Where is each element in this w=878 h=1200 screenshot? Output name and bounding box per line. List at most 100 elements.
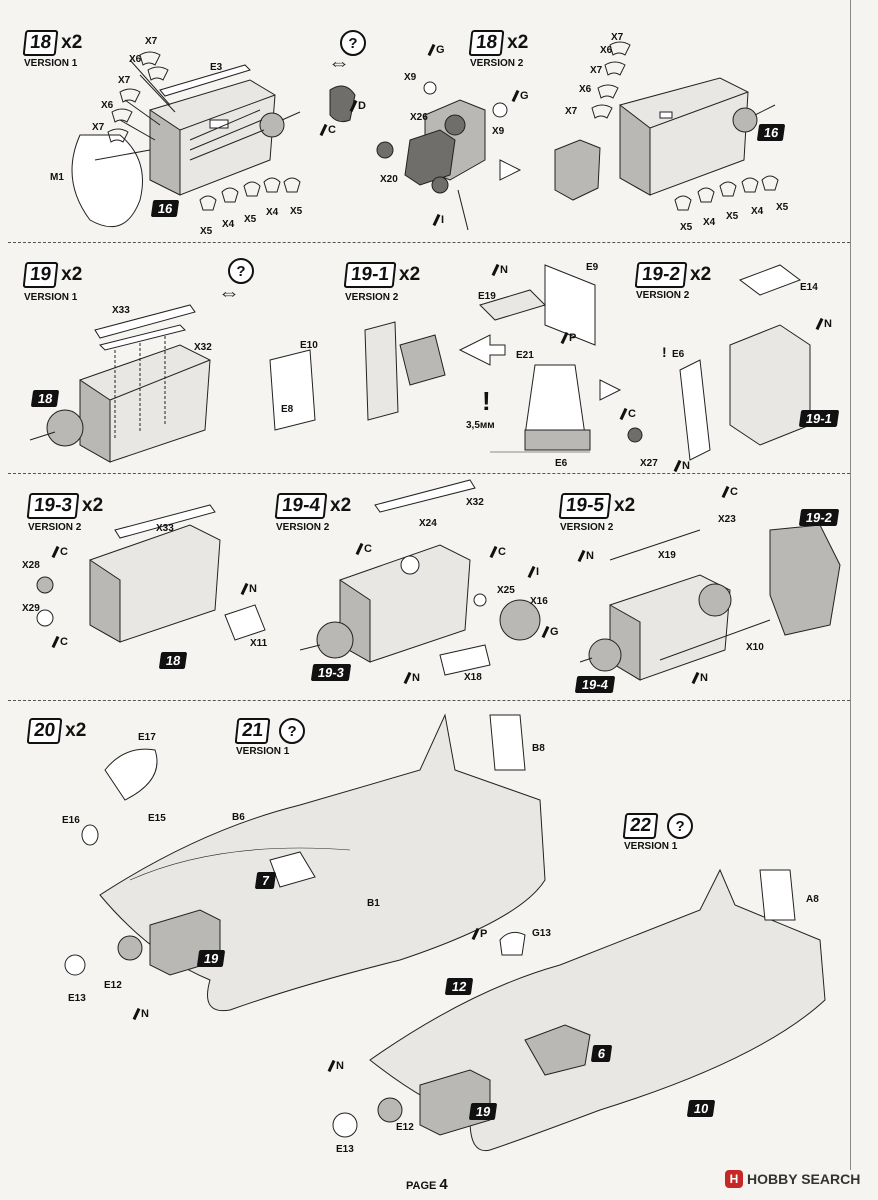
step-number: 19-2 [634, 262, 688, 288]
part-label: M1 [50, 172, 64, 183]
step-ref-badge: 19 [196, 950, 226, 967]
step-ref-badge: 12 [444, 978, 474, 995]
swap-arrow-icon: ⇔ [218, 280, 240, 305]
part-label: X26 [410, 112, 428, 123]
part-label: E12 [396, 1122, 414, 1133]
step-number: 19-1 [343, 262, 397, 288]
part-label: G13 [532, 928, 551, 939]
version-label: VERSION 1 [24, 292, 78, 303]
step-ref-badge: 19-2 [798, 509, 840, 526]
page-number: 4 [439, 1176, 448, 1193]
part-label: E9 [586, 262, 599, 273]
step-18-v2-header: 18 x2 [468, 30, 529, 56]
part-label: X32 [466, 497, 484, 508]
part-label: X18 [464, 672, 482, 683]
version-label: VERSION 2 [636, 290, 690, 301]
step-ref-badge: 7 [254, 872, 277, 889]
step-number: 21 [234, 718, 271, 744]
paint-callout: I [432, 213, 444, 227]
part-illustration-18-mid [329, 81, 522, 231]
page-label: PAGE [406, 1180, 437, 1192]
step-ref-badge: 19-1 [798, 410, 840, 427]
paint-callout: N [132, 1007, 149, 1021]
part-label: E21 [516, 350, 534, 361]
swap-arrow-icon: ⇔ [328, 50, 350, 75]
part-label: X9 [404, 72, 417, 83]
part-label: X7 [92, 122, 105, 133]
question-mark-icon: ? [222, 258, 254, 284]
paint-callout: D [349, 99, 366, 113]
mount-illustration-19-2 [627, 264, 811, 461]
part-label: X27 [640, 458, 658, 469]
step-multiplier: x2 [507, 32, 529, 53]
step-ref-badge: 16 [756, 124, 786, 141]
engine-illustration-19-3 [36, 504, 266, 643]
part-label: X7 [565, 106, 578, 117]
step-19-3-header: 19-3 x2 [26, 493, 103, 519]
paint-callout: P [471, 927, 487, 941]
dimension-label: 3,5мм [466, 420, 495, 431]
gunsight-illustration [479, 264, 622, 453]
hobbysearch-logo-icon: H [725, 1170, 743, 1188]
step-number: 19-5 [558, 493, 612, 519]
watermark: H HOBBY SEARCH [725, 1170, 860, 1188]
part-label: X5 [776, 202, 789, 213]
paint-callout: G [511, 89, 529, 103]
part-label: B6 [232, 812, 245, 823]
part-label: X7 [118, 75, 131, 86]
part-label: X25 [497, 585, 515, 596]
part-label: E15 [148, 813, 166, 824]
version-label: VERSION 2 [560, 522, 614, 533]
question-mark-icon: ? [334, 30, 366, 56]
step-ref-badge: 18 [30, 390, 60, 407]
version-label: VERSION 1 [236, 746, 290, 757]
step-ref-badge: 18 [158, 652, 188, 669]
engine-illustration-19 [29, 304, 211, 463]
step-number: 18 [468, 30, 505, 56]
paint-callout: N [815, 317, 832, 331]
paint-callout: P [560, 331, 576, 345]
watermark-text: HOBBY SEARCH [747, 1171, 861, 1187]
step-ref-badge: 19-4 [574, 676, 616, 693]
part-label: B8 [532, 743, 545, 754]
version-label: VERSION 2 [345, 292, 399, 303]
step-number: 19-3 [26, 493, 80, 519]
engine-illustration-18-v2 [554, 41, 779, 211]
warning-icon: ! [482, 386, 491, 416]
part-label: E6 [555, 458, 568, 469]
part-label: E16 [62, 815, 80, 826]
part-label: X24 [419, 518, 437, 529]
part-label: X16 [530, 596, 548, 607]
part-label: X33 [112, 305, 130, 316]
step-ref-badge: 16 [150, 200, 180, 217]
paint-callout: G [427, 43, 445, 57]
step-multiplier: x2 [399, 264, 421, 285]
part-label: X4 [703, 217, 716, 228]
part-label: X32 [194, 342, 212, 353]
paint-callout: N [491, 263, 508, 277]
step-multiplier: x2 [690, 264, 712, 285]
step-18-v1-header: 18 x2 [22, 30, 82, 56]
paint-callout: C [319, 123, 336, 137]
engine-illustration-18-v1 [71, 51, 301, 228]
step-number: 18 [22, 30, 59, 56]
paint-callout: N [577, 549, 594, 563]
question-mark-icon: ? [279, 718, 306, 744]
part-label: X23 [718, 514, 736, 525]
part-label: B1 [367, 898, 380, 909]
step-number: 19-4 [274, 493, 328, 519]
paint-callout: N [240, 582, 257, 596]
step-multiplier: x2 [614, 495, 636, 516]
step-multiplier: x2 [330, 495, 352, 516]
part-label: E3 [210, 62, 223, 73]
step-21-header: 21 ? [234, 718, 306, 744]
part-label: E12 [104, 980, 122, 991]
paint-callout: N [673, 459, 690, 473]
part-label: X7 [611, 32, 624, 43]
step-ref-badge: 10 [686, 1100, 716, 1117]
step-ref-badge: 6 [590, 1045, 613, 1062]
part-label: E8 [281, 404, 294, 415]
page-edge-line [850, 0, 851, 1170]
part-label: X6 [129, 54, 142, 65]
